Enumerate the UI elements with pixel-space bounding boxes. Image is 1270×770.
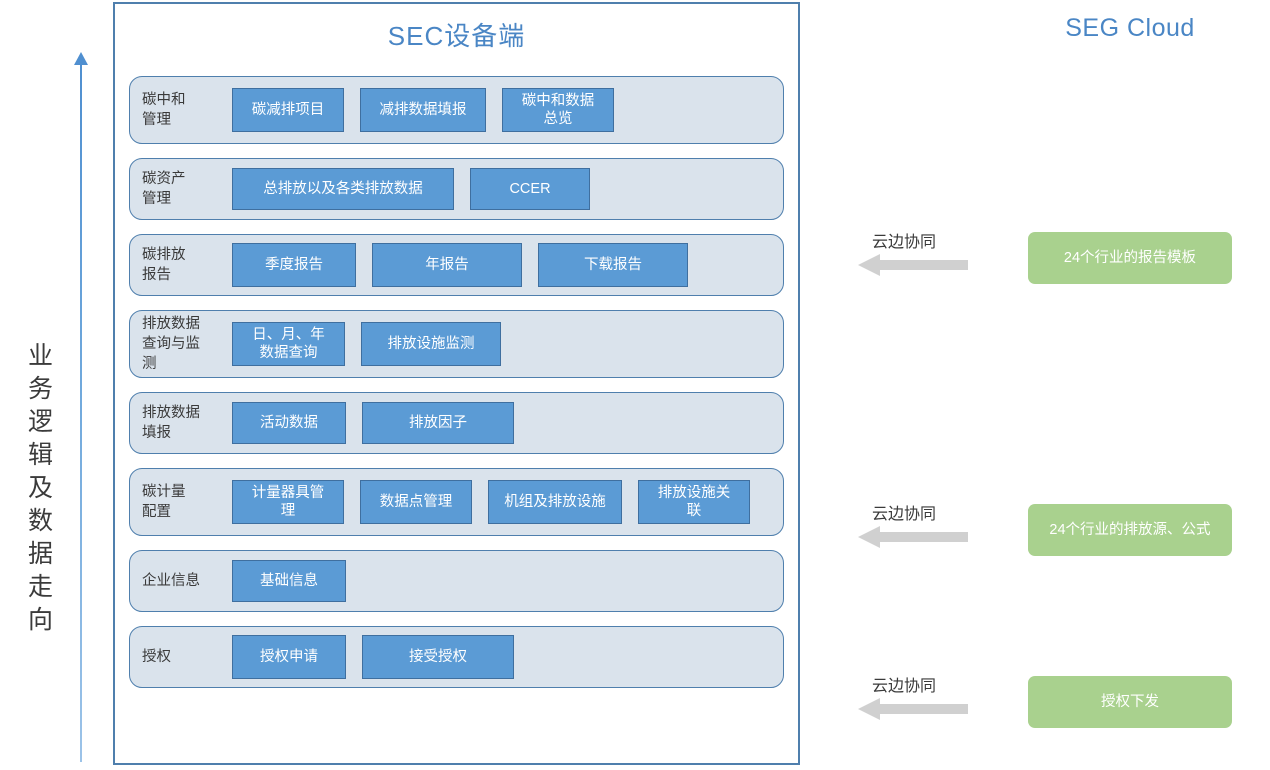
module-button-label: 排放设施关联 — [657, 485, 731, 519]
module-button-label: 计量器具管理 — [251, 485, 325, 519]
module-button[interactable]: 年报告 — [372, 243, 522, 287]
sec-device-panel: SEC设备端 碳中和管理 碳减排项目 减排数据填报 碳中和数据总览碳资产管理 总排放以及… — [113, 2, 800, 765]
module-row: 排放数据填报 活动数据 排放因子 — [129, 392, 784, 454]
module-button[interactable]: 基础信息 — [232, 560, 346, 602]
module-button-label: 基础信息 — [260, 573, 318, 589]
module-button-label: 日、月、年数据查询 — [252, 327, 325, 361]
module-row-label: 授权 — [142, 649, 171, 665]
module-row: 授权 授权申请 接受授权 — [129, 626, 784, 688]
module-button-label: 碳中和数据总览 — [521, 93, 595, 127]
module-button-label: 授权申请 — [260, 649, 318, 665]
module-row-label: 碳中和管理 — [142, 92, 186, 128]
module-row: 碳排放报告 季度报告 年报告 下载报告 — [129, 234, 784, 296]
module-row-items: 计量器具管理 数据点管理 机组及排放设施 排放设施关联 — [232, 480, 783, 524]
module-button-label: 接受授权 — [409, 649, 467, 665]
cloud-sync-label: 云边协同 — [872, 234, 937, 251]
seg-cloud-title: SEG Cloud — [1065, 14, 1195, 42]
module-button-label: 活动数据 — [260, 415, 318, 431]
module-button[interactable]: 碳中和数据总览 — [502, 88, 614, 132]
module-row: 企业信息 基础信息 — [129, 550, 784, 612]
module-row-label: 碳资产管理 — [142, 171, 186, 207]
module-button[interactable]: 排放设施关联 — [638, 480, 750, 524]
sec-panel-title: SEC设备端 — [387, 21, 526, 51]
module-row-items: 活动数据 排放因子 — [232, 402, 783, 444]
module-button-label: 年报告 — [425, 257, 469, 273]
module-row-items: 碳减排项目 减排数据填报 碳中和数据总览 — [232, 88, 783, 132]
module-button[interactable]: 总排放以及各类排放数据 — [232, 168, 454, 210]
module-button[interactable]: 减排数据填报 — [360, 88, 486, 132]
module-button[interactable]: 接受授权 — [362, 635, 514, 679]
module-button-label: 碳减排项目 — [251, 102, 325, 118]
module-row-items: 总排放以及各类排放数据 CCER — [232, 168, 783, 210]
module-button-label: 排放设施监测 — [387, 336, 475, 352]
module-button[interactable]: 活动数据 — [232, 402, 346, 444]
flow-arrow-line-icon — [80, 62, 82, 762]
module-row: 碳计量配置 计量器具管理 数据点管理 机组及排放设施 排放设施关联 — [129, 468, 784, 536]
module-row-items: 授权申请 接受授权 — [232, 635, 783, 679]
module-button[interactable]: 排放因子 — [362, 402, 514, 444]
module-button-label: CCER — [509, 181, 551, 197]
flow-axis-label: 业务逻辑及数据走向 — [27, 342, 54, 634]
module-row: 碳中和管理 碳减排项目 减排数据填报 碳中和数据总览 — [129, 76, 784, 144]
cloud-capability-box[interactable]: 24个行业的报告模板 — [1028, 232, 1232, 284]
module-row-label: 碳计量配置 — [142, 484, 186, 520]
module-button[interactable]: 下载报告 — [538, 243, 688, 287]
module-button-label: 总排放以及各类排放数据 — [263, 181, 423, 197]
module-button-label: 季度报告 — [265, 257, 323, 273]
module-button-label: 排放因子 — [409, 415, 467, 431]
module-row: 排放数据查询与监测 日、月、年数据查询 排放设施监测 — [129, 310, 784, 378]
cloud-sync-label: 云边协同 — [872, 506, 937, 523]
module-button-label: 机组及排放设施 — [504, 494, 606, 510]
sec-module-rows: 碳中和管理 碳减排项目 减排数据填报 碳中和数据总览碳资产管理 总排放以及各类排放数据 C… — [129, 76, 784, 702]
cloud-capability-box[interactable]: 24个行业的排放源、公式 — [1028, 504, 1232, 556]
module-button[interactable]: 碳减排项目 — [232, 88, 344, 132]
module-row-label: 排放数据填报 — [142, 405, 200, 441]
module-button[interactable]: 机组及排放设施 — [488, 480, 622, 524]
module-button[interactable]: CCER — [470, 168, 590, 210]
business-flow-axis: 业务逻辑及数据走向 — [0, 40, 110, 770]
cloud-capability-box[interactable]: 授权下发 — [1028, 676, 1232, 728]
module-button[interactable]: 排放设施监测 — [361, 322, 501, 366]
module-row-items: 日、月、年数据查询 排放设施监测 — [232, 322, 783, 366]
module-row-items: 季度报告 年报告 下载报告 — [232, 243, 783, 287]
module-button[interactable]: 季度报告 — [232, 243, 356, 287]
module-row: 碳资产管理 总排放以及各类排放数据 CCER — [129, 158, 784, 220]
cloud-sync-arrow-left-icon — [858, 526, 968, 548]
module-button[interactable]: 数据点管理 — [360, 480, 472, 524]
module-button[interactable]: 日、月、年数据查询 — [232, 322, 345, 366]
module-row-label: 排放数据查询与监测 — [142, 316, 200, 372]
cloud-sync-label: 云边协同 — [872, 678, 937, 695]
cloud-sync-arrow-left-icon — [858, 698, 968, 720]
module-row-label: 企业信息 — [142, 573, 200, 589]
module-button[interactable]: 授权申请 — [232, 635, 346, 679]
module-row-items: 基础信息 — [232, 560, 783, 602]
module-row-label: 碳排放报告 — [142, 247, 186, 283]
flow-arrow-head-icon — [74, 52, 88, 65]
module-button-label: 减排数据填报 — [379, 102, 467, 118]
module-button[interactable]: 计量器具管理 — [232, 480, 344, 524]
cloud-sync-arrow-left-icon — [858, 254, 968, 276]
module-button-label: 下载报告 — [584, 257, 642, 273]
module-button-label: 数据点管理 — [379, 494, 453, 510]
